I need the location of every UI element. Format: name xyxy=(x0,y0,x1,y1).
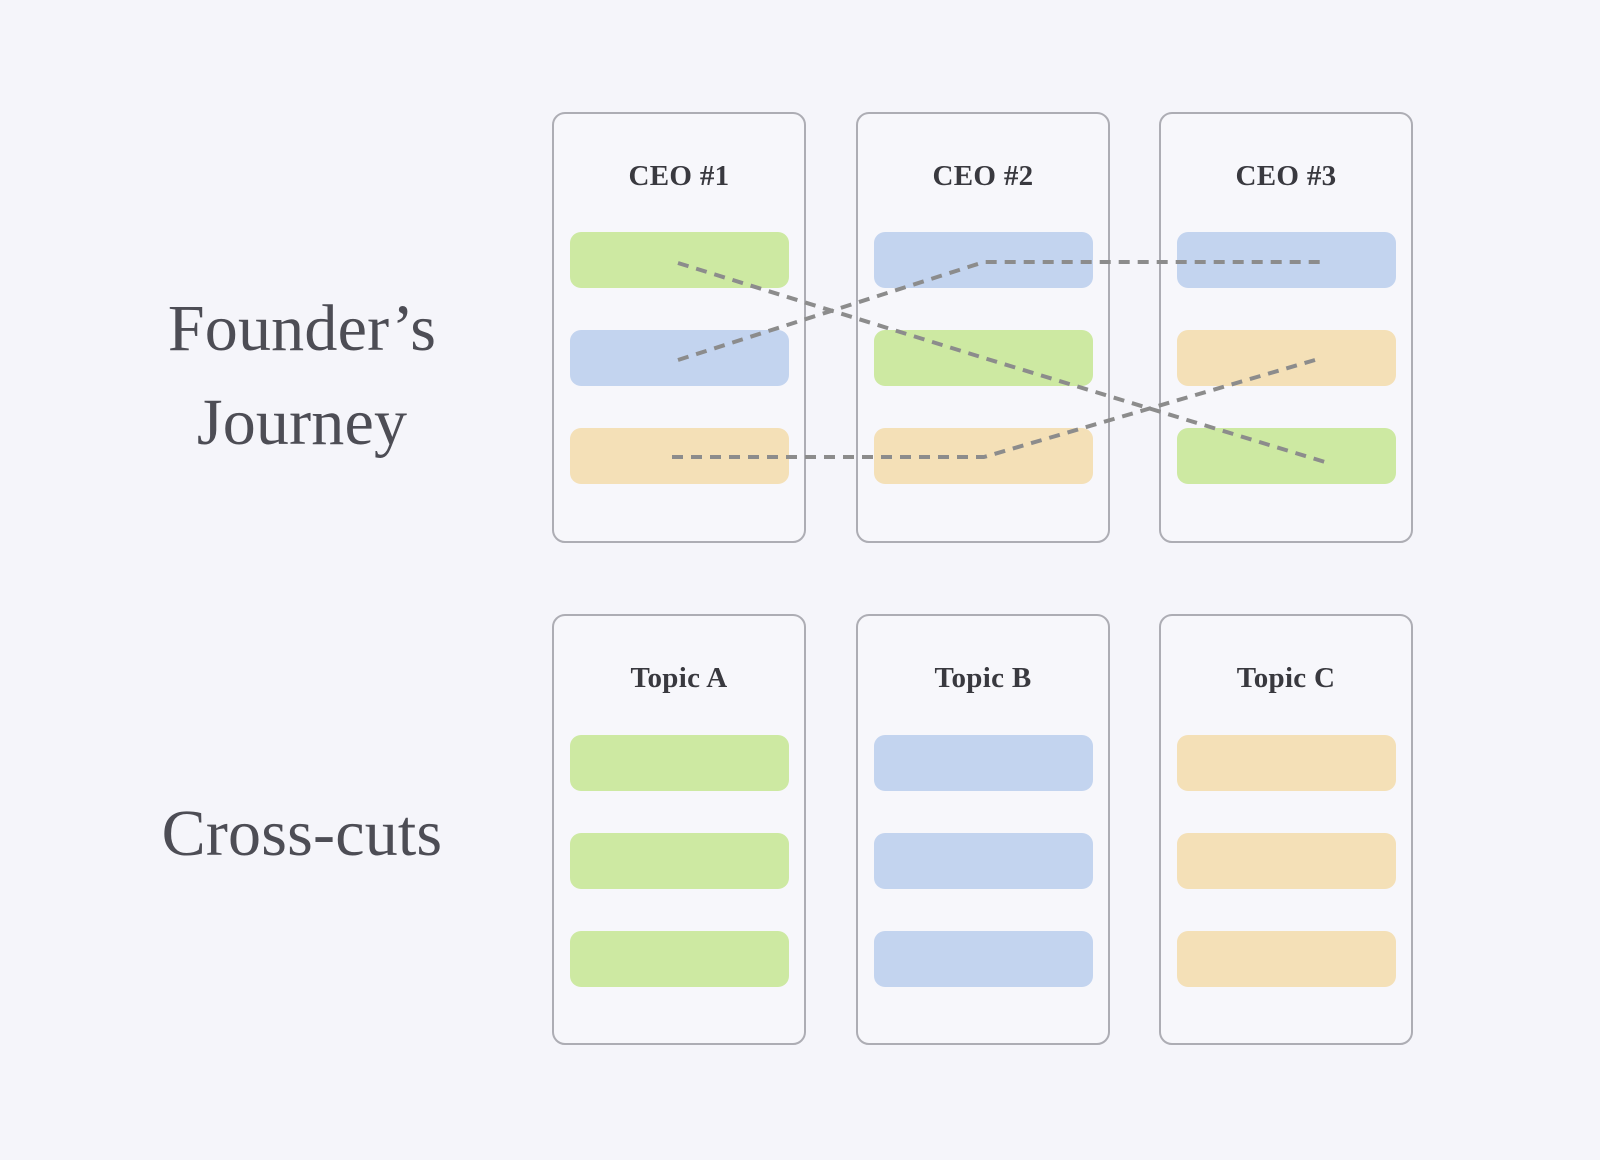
bar-ceo-3-blue-1[interactable] xyxy=(1177,232,1396,288)
bar-topic-b-blue-3[interactable] xyxy=(874,931,1093,987)
bar-topic-c-orange-2[interactable] xyxy=(1177,833,1396,889)
card-title-ceo-2: CEO #2 xyxy=(932,160,1034,192)
bar-ceo-3-orange-2[interactable] xyxy=(1177,330,1396,386)
bar-ceo-1-green-1[interactable] xyxy=(570,232,789,288)
bar-topic-c-orange-3[interactable] xyxy=(1177,931,1396,987)
card-title-ceo-1: CEO #1 xyxy=(628,160,730,192)
row-label-founders-journey: Founder’s Journey xyxy=(167,292,437,459)
bar-topic-c-orange-1[interactable] xyxy=(1177,735,1396,791)
card-title-topic-b: Topic B xyxy=(934,662,1032,694)
bar-ceo-3-green-3[interactable] xyxy=(1177,428,1396,484)
row-label-cross-cuts: Cross-cuts xyxy=(161,797,443,870)
bar-topic-a-green-2[interactable] xyxy=(570,833,789,889)
bar-topic-a-green-1[interactable] xyxy=(570,735,789,791)
bar-ceo-2-green-2[interactable] xyxy=(874,330,1093,386)
card-title-topic-a: Topic A xyxy=(630,662,728,694)
bar-topic-a-green-3[interactable] xyxy=(570,931,789,987)
card-title-topic-c: Topic C xyxy=(1236,662,1336,694)
card-title-ceo-3: CEO #3 xyxy=(1235,160,1337,192)
bar-ceo-2-orange-3[interactable] xyxy=(874,428,1093,484)
bar-topic-b-blue-1[interactable] xyxy=(874,735,1093,791)
bar-ceo-1-blue-2[interactable] xyxy=(570,330,789,386)
bar-ceo-2-blue-1[interactable] xyxy=(874,232,1093,288)
bar-ceo-1-orange-3[interactable] xyxy=(570,428,789,484)
bar-topic-b-blue-2[interactable] xyxy=(874,833,1093,889)
